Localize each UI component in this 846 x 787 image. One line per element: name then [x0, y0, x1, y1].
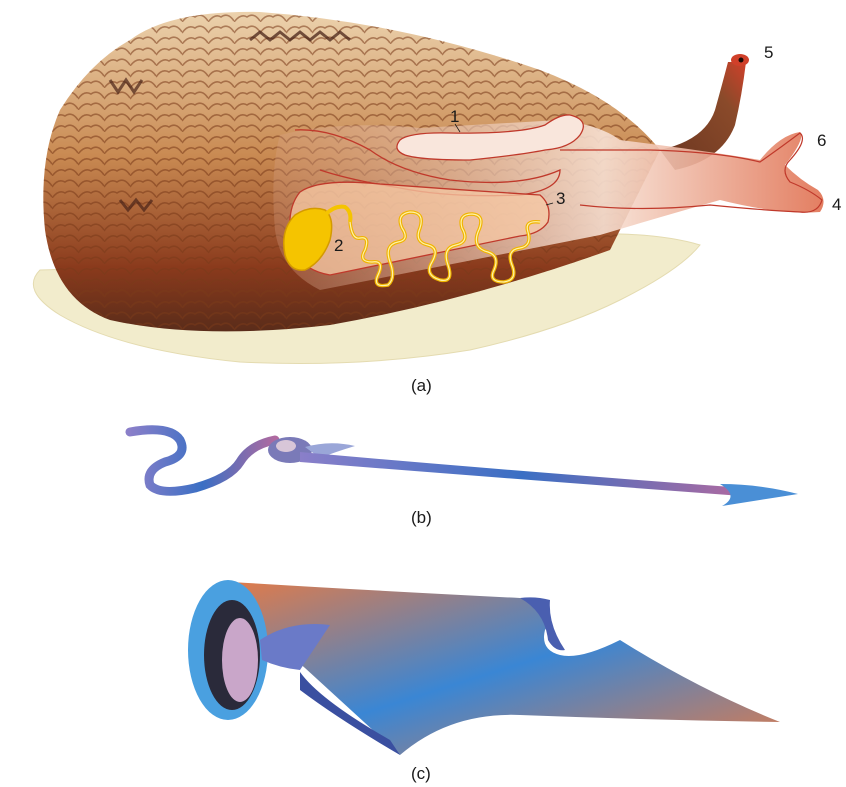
label-3: 3: [556, 190, 565, 207]
harpoon-tail-coil: [130, 430, 275, 492]
caption-b: (b): [411, 509, 432, 526]
harpoon-shaft: [300, 452, 745, 496]
harpoon-base-highlight: [276, 440, 296, 452]
panel-b: [130, 430, 798, 506]
label-2: 2: [334, 237, 343, 254]
label-5: 5: [764, 44, 773, 61]
label-1: 1: [450, 108, 459, 125]
panel-c: [188, 580, 780, 755]
harpoon-tube-lumen: [222, 618, 258, 702]
panel-a: [33, 12, 823, 364]
harpoon-tip-blade: [232, 582, 780, 755]
label-4: 4: [832, 196, 841, 213]
label-6: 6: [817, 132, 826, 149]
caption-c: (c): [411, 765, 431, 782]
caption-a: (a): [411, 377, 432, 394]
harpoon-tip: [720, 484, 798, 506]
siphon-opening: [739, 58, 744, 63]
